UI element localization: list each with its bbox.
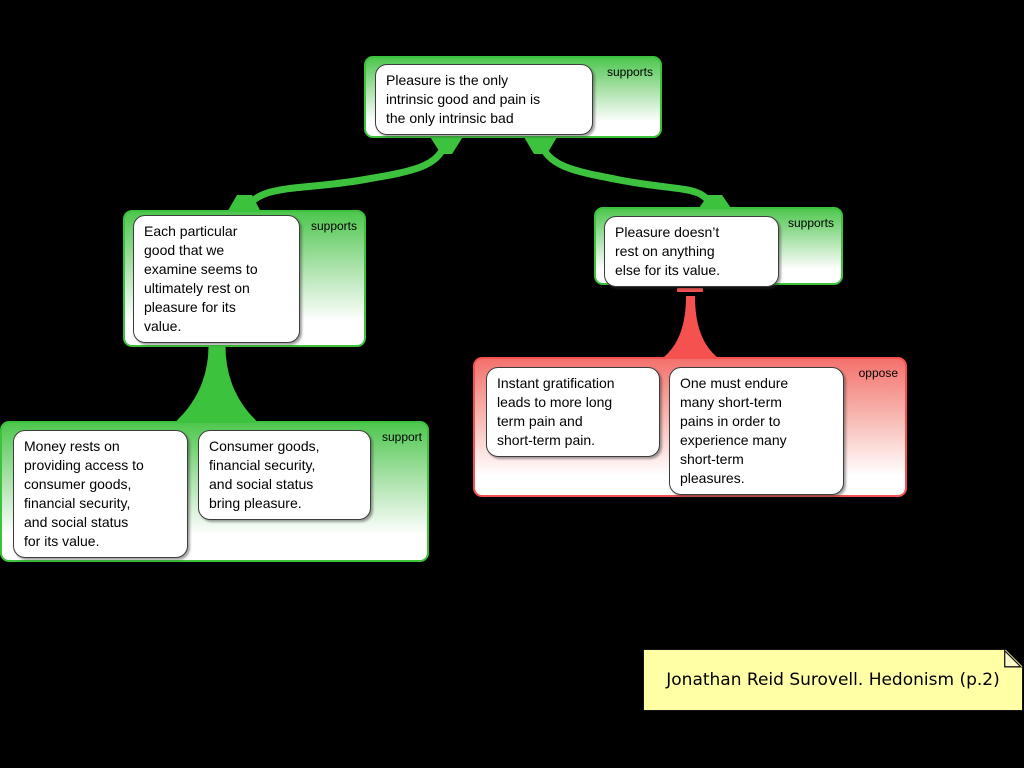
edge-label-right: supports [787,216,834,230]
support-group-container[interactable]: support Money rests on providing access … [0,421,429,562]
edge-root-to-left[interactable] [226,132,466,214]
claim-left[interactable]: Each particular good that we examine see… [133,215,300,343]
claim-money[interactable]: Money rests on providing access to consu… [13,430,188,558]
edge-flare [226,195,262,214]
node-root-container[interactable]: supports Pleasure is the only intrinsic … [364,56,662,138]
edge-root-to-right[interactable] [521,132,733,211]
claim-root[interactable]: Pleasure is the only intrinsic good and … [375,64,593,135]
claim-instant-gratification[interactable]: Instant gratification leads to more long… [486,367,660,457]
claim-short-term-pains[interactable]: One must endure many short-term pains in… [669,367,844,495]
edge-label-root: supports [606,65,653,79]
edge-label-support: support [381,430,422,444]
note-fold-corner-icon [1004,650,1022,668]
oppose-group-container[interactable]: oppose Instant gratification leads to mo… [473,357,907,497]
claim-consumer-goods[interactable]: Consumer goods, financial security, and … [198,430,371,520]
edge-label-oppose: oppose [858,366,898,380]
edge-curve [240,139,450,214]
support-funnel [174,345,259,425]
edge-curve [536,138,718,211]
oppose-crossbar [677,288,703,292]
edge-label-left: supports [310,219,357,233]
oppose-funnel [662,296,719,360]
edge-right-to-oppose-group[interactable] [662,288,719,360]
edge-left-to-support-group[interactable] [174,345,259,425]
node-left-container[interactable]: supports Each particular good that we ex… [123,210,366,347]
claim-right[interactable]: Pleasure doesn’t rest on anything else f… [604,216,779,287]
node-right-container[interactable]: supports Pleasure doesn’t rest on anythi… [594,207,843,287]
note-text: Jonathan Reid Surovell. Hedonism (p.2) [666,670,1000,690]
sticky-note[interactable]: Jonathan Reid Surovell. Hedonism (p.2) [643,649,1023,711]
